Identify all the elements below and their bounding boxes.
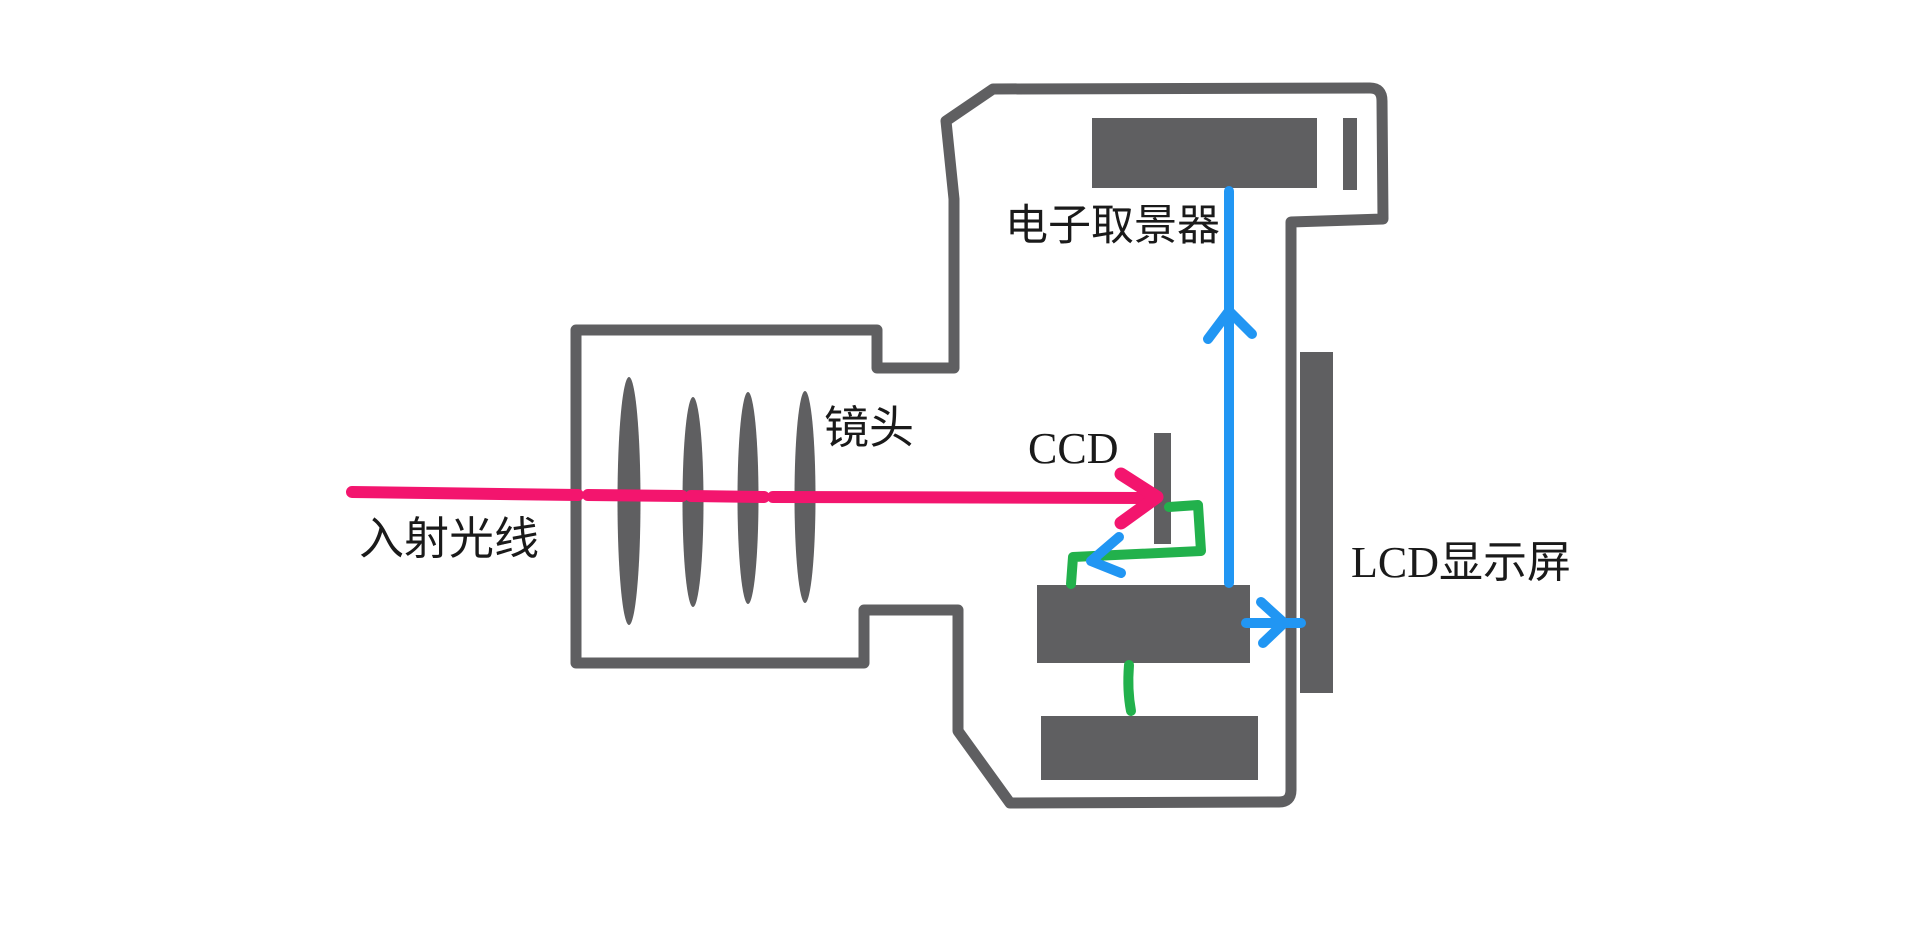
lcd-panel xyxy=(1300,352,1333,693)
camera-parts-group xyxy=(617,118,1357,780)
light-ray-segment-1 xyxy=(346,486,584,501)
light-ray-arrowhead xyxy=(1114,467,1164,530)
incident-light-ray-group xyxy=(346,467,1164,530)
ccd-to-processor-path xyxy=(1066,500,1206,589)
display-signal-group xyxy=(1086,186,1306,648)
processor-to-battery-path xyxy=(1123,660,1136,716)
battery-block xyxy=(1041,716,1258,780)
label-ccd: CCD xyxy=(1028,424,1119,473)
label-lens: 镜头 xyxy=(824,402,915,453)
label-incident-light: 入射光线 xyxy=(359,513,540,564)
camera-body-outline xyxy=(570,82,1389,809)
ccd-sensor-bar xyxy=(1154,433,1171,544)
light-ray-segment-3 xyxy=(685,490,770,503)
viewfinder-block xyxy=(1092,118,1317,188)
evf-arrowhead-up xyxy=(1203,306,1257,344)
label-lcd: LCD显示屏 xyxy=(1351,538,1571,587)
processor-block xyxy=(1037,585,1250,663)
light-ray-segment-4 xyxy=(767,491,1156,504)
sensor-signal-path-group xyxy=(1066,500,1206,716)
lcd-arrowhead-right xyxy=(1256,597,1289,648)
light-ray-segment-2 xyxy=(582,489,688,502)
label-viewfinder: 电子取景器 xyxy=(1005,202,1220,250)
viewfinder-side-bar xyxy=(1343,118,1357,190)
signal-arrowhead-left xyxy=(1086,532,1126,578)
